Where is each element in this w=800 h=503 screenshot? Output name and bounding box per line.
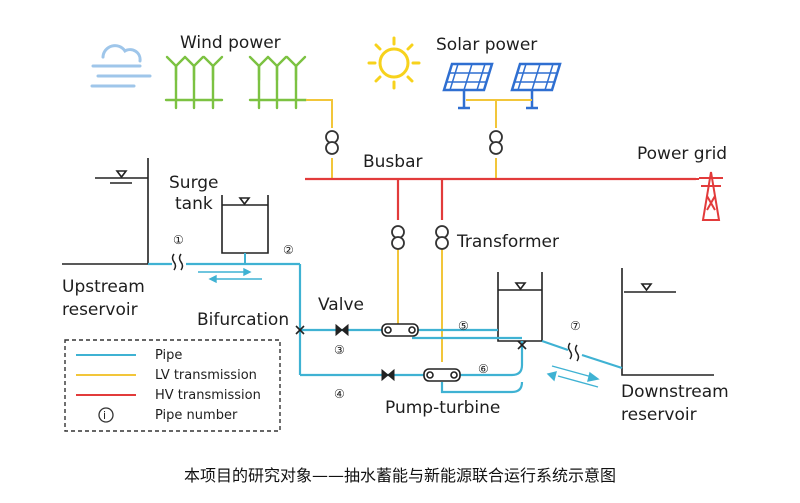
pipe-number-6: ⑥ <box>478 362 489 376</box>
wind-turbine-icon <box>164 55 308 110</box>
valve-icon <box>335 323 395 382</box>
upstream-reservoir-label-2: reservoir <box>62 300 138 320</box>
pipe-number-legend-icon <box>98 407 114 423</box>
pump-turbine-icon <box>381 323 461 382</box>
busbar-label: Busbar <box>363 152 423 172</box>
legend: Pipe LV transmission HV transmission i P… <box>64 339 281 432</box>
pipe-number-7: ⑦ <box>570 319 581 333</box>
transformer-label: Transformer <box>456 232 559 252</box>
legend-hv-label: HV transmission <box>155 388 261 403</box>
upstream-reservoir-label-1: Upstream <box>62 277 145 297</box>
surge-tank-label-2: tank <box>175 194 213 214</box>
valve-label: Valve <box>318 295 364 315</box>
pipe-number-1: ① <box>173 233 184 247</box>
solar-panel-icon <box>442 62 562 110</box>
surge-tank <box>221 195 269 264</box>
pipe-number-3: ③ <box>334 343 345 357</box>
transmission-tower-icon <box>696 171 723 221</box>
legend-pipe-label: Pipe <box>155 348 182 363</box>
downstream-reservoir-label-2: reservoir <box>621 405 697 425</box>
legend-lv-label: LV transmission <box>155 368 257 383</box>
transformer-icon <box>325 130 503 250</box>
upstream-reservoir <box>62 158 149 265</box>
legend-pipe-number-label: Pipe number <box>155 408 238 423</box>
junction-marks <box>295 325 527 350</box>
solar-power-label: Solar power <box>436 35 537 55</box>
wind-power-label: Wind power <box>180 33 281 53</box>
flow-arrows <box>198 267 600 388</box>
pipe-number-markers: ① ② ③ ④ ⑤ ⑥ ⑦ <box>173 233 581 401</box>
pipe-number-legend-glyph: i <box>103 409 106 422</box>
downstream-reservoir-label-1: Downstream <box>621 382 729 402</box>
figure-caption: 本项目的研究对象——抽水蓄能与新能源联合运行系统示意图 <box>183 466 616 485</box>
busbar-line <box>305 177 696 220</box>
downstream-reservoir <box>621 268 714 376</box>
pipe-number-2: ② <box>283 243 294 257</box>
pipe-number-5: ⑤ <box>458 319 469 333</box>
bifurcation-label: Bifurcation <box>197 310 289 330</box>
break-marks <box>171 253 580 362</box>
power-grid-label: Power grid <box>637 144 727 164</box>
pipe-number-4: ④ <box>334 387 345 401</box>
lv-transmission-lines <box>306 99 532 362</box>
pump-turbine-label: Pump-turbine <box>385 398 500 418</box>
sun-icon <box>367 36 421 90</box>
tailrace-chamber <box>497 272 543 342</box>
cloud-wind-icon <box>90 44 152 88</box>
surge-tank-label-1: Surge <box>169 173 219 193</box>
